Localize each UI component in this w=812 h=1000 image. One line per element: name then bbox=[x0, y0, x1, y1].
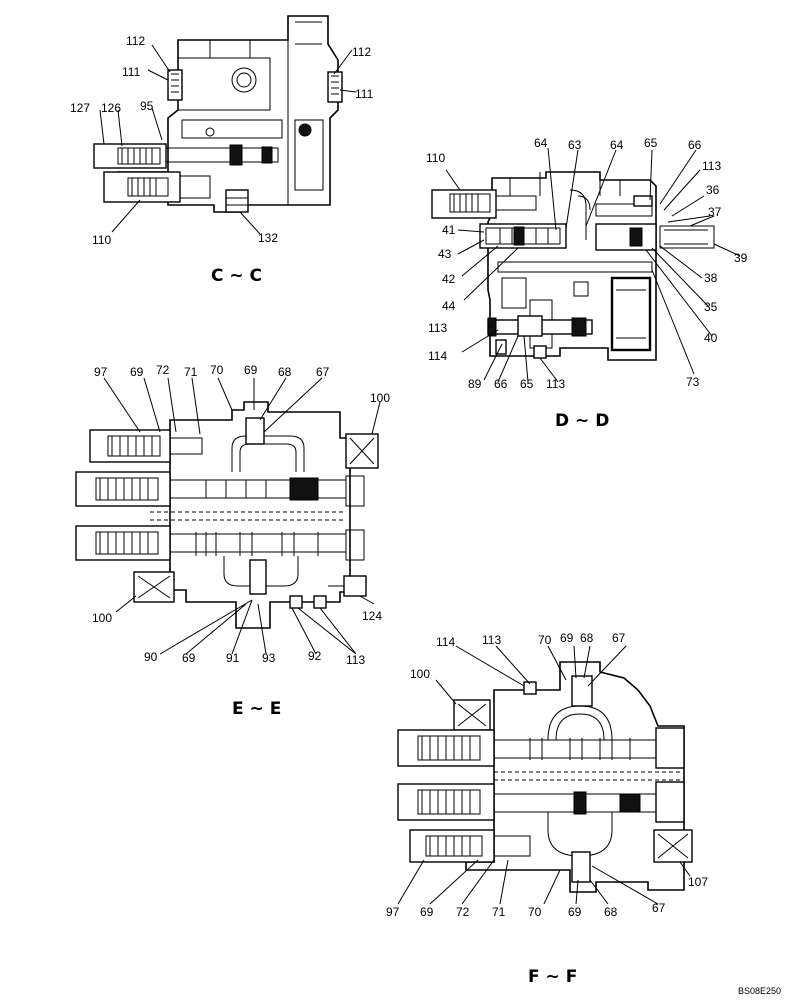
dd-label-39: 39 bbox=[734, 251, 748, 265]
cc-label-127: 127 bbox=[70, 101, 90, 115]
ff-label-69-top: 69 bbox=[560, 631, 574, 645]
dd-label-41: 41 bbox=[442, 223, 456, 237]
dd-label-66-top: 66 bbox=[688, 138, 702, 152]
dd-label-113-top: 113 bbox=[702, 159, 721, 173]
section-cc-drawing bbox=[93, 15, 357, 235]
section-ff-title: F ~ F bbox=[528, 967, 577, 987]
section-dd-labels: 110 64 63 64 65 66 113 36 37 41 43 39 42… bbox=[426, 136, 748, 431]
ff-label-70-bottom: 70 bbox=[528, 905, 542, 919]
drawing-code: BS08E250 bbox=[738, 986, 781, 996]
ee-label-100-top: 100 bbox=[370, 391, 390, 405]
section-ff-labels: 114 113 70 69 68 67 100 107 97 69 72 71 … bbox=[386, 631, 708, 987]
ff-label-68-top: 68 bbox=[580, 631, 594, 645]
cc-label-95: 95 bbox=[140, 99, 154, 113]
dd-label-65-bottom: 65 bbox=[520, 377, 534, 391]
section-ee-drawing bbox=[75, 377, 381, 655]
dd-label-37: 37 bbox=[708, 205, 722, 219]
dd-label-63: 63 bbox=[568, 138, 582, 152]
ee-label-124: 124 bbox=[362, 609, 382, 623]
cc-label-110: 110 bbox=[92, 233, 111, 247]
dd-label-114: 114 bbox=[428, 349, 447, 363]
dd-label-40: 40 bbox=[704, 331, 718, 345]
ee-label-71: 71 bbox=[184, 365, 198, 379]
ff-label-113: 113 bbox=[482, 633, 501, 647]
section-cc-title: C ~ C bbox=[211, 266, 262, 286]
section-ee-title: E ~ E bbox=[232, 699, 281, 719]
dd-label-66-bottom: 66 bbox=[494, 377, 508, 391]
ee-label-92: 92 bbox=[308, 649, 322, 663]
ee-label-100-bottom: 100 bbox=[92, 611, 112, 625]
dd-label-65-top: 65 bbox=[644, 136, 658, 150]
ff-label-97: 97 bbox=[386, 905, 400, 919]
dd-label-64-right: 64 bbox=[610, 138, 624, 152]
section-ee-labels: 97 69 72 71 70 69 68 67 100 100 124 90 6… bbox=[92, 363, 390, 719]
ee-label-69-top-left: 69 bbox=[130, 365, 144, 379]
ff-label-67-top: 67 bbox=[612, 631, 626, 645]
dd-label-64-left: 64 bbox=[534, 136, 548, 150]
cc-label-112-right: 112 bbox=[352, 45, 371, 59]
cc-label-111-right: 111 bbox=[355, 87, 374, 101]
ee-label-91: 91 bbox=[226, 651, 240, 665]
ee-label-113: 113 bbox=[346, 653, 365, 667]
ff-label-100: 100 bbox=[410, 667, 430, 681]
ee-label-68: 68 bbox=[278, 365, 292, 379]
ff-label-70-top: 70 bbox=[538, 633, 552, 647]
dd-label-73: 73 bbox=[686, 375, 700, 389]
dd-label-42: 42 bbox=[442, 272, 456, 286]
dd-label-44: 44 bbox=[442, 299, 456, 313]
cc-label-112-left: 112 bbox=[126, 34, 145, 48]
dd-label-110: 110 bbox=[426, 151, 445, 165]
section-cc-labels: 112 111 112 111 127 126 95 110 132 C ~ C bbox=[70, 34, 374, 286]
ee-label-70: 70 bbox=[210, 363, 224, 377]
ff-label-114: 114 bbox=[436, 635, 455, 649]
dd-label-43: 43 bbox=[438, 247, 452, 261]
ee-label-69-bottom: 69 bbox=[182, 651, 196, 665]
dd-label-35: 35 bbox=[704, 300, 718, 314]
ff-label-107: 107 bbox=[688, 875, 708, 889]
ff-label-71: 71 bbox=[492, 905, 506, 919]
ee-label-67: 67 bbox=[316, 365, 330, 379]
dd-label-38: 38 bbox=[704, 271, 718, 285]
ff-label-67-bottom: 67 bbox=[652, 901, 666, 915]
cc-label-126: 126 bbox=[101, 101, 121, 115]
cc-label-111-left: 111 bbox=[122, 65, 141, 79]
ee-label-97: 97 bbox=[94, 365, 108, 379]
dd-label-113-bottom: 113 bbox=[546, 377, 565, 391]
ff-label-72: 72 bbox=[456, 905, 470, 919]
ee-label-72: 72 bbox=[156, 363, 170, 377]
dd-label-36: 36 bbox=[706, 183, 720, 197]
section-dd-drawing bbox=[431, 147, 741, 383]
section-dd-title: D ~ D bbox=[555, 411, 609, 431]
ff-label-68-bottom: 68 bbox=[604, 905, 618, 919]
ff-label-69-bottom-left: 69 bbox=[420, 905, 434, 919]
section-ff-drawing bbox=[397, 645, 693, 905]
dd-label-113-left: 113 bbox=[428, 321, 447, 335]
ee-label-69-top: 69 bbox=[244, 363, 258, 377]
ff-label-69-bottom: 69 bbox=[568, 905, 582, 919]
cc-label-132: 132 bbox=[258, 231, 278, 245]
dd-label-89: 89 bbox=[468, 377, 482, 391]
ee-label-93: 93 bbox=[262, 651, 276, 665]
ee-label-90: 90 bbox=[144, 650, 158, 664]
